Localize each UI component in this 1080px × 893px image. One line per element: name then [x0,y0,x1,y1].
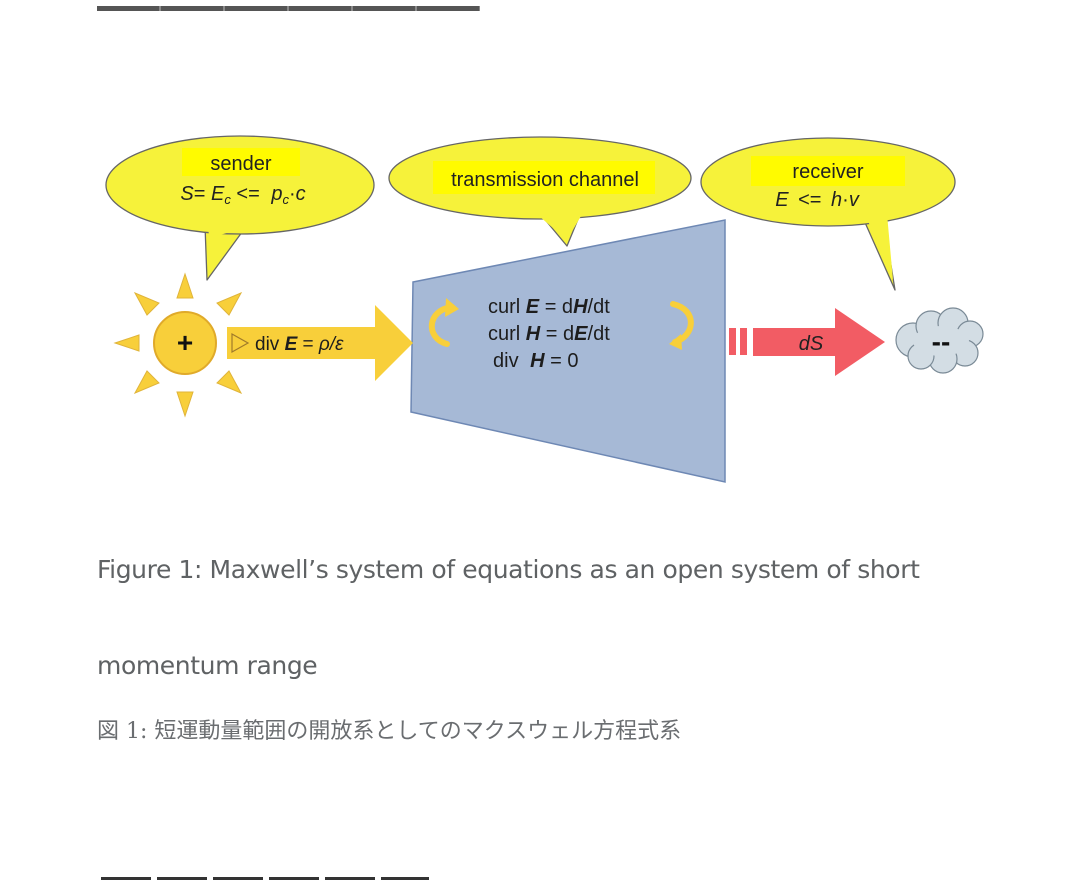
bottom-rule [101,877,429,880]
maxwell-diagram: + div E = ρ/ε curl E = dH/dt curl H = dE… [95,130,995,500]
sender-label: sender [210,153,271,175]
curl-right-icon [669,301,694,350]
channel-label: transmission channel [451,169,639,191]
receiver-formula: E <= h·v [775,189,860,211]
ds-arrow [729,308,885,376]
channel-eq-2: curl H = dE/dt [488,323,610,345]
receiver-label: receiver [792,161,863,183]
div-arrow-label: div E = ρ/ε [255,334,344,355]
figure-caption-en: Figure 1: Maxwell’s system of equations … [97,555,920,680]
channel-trapezoid [410,219,726,483]
source-sign: + [177,327,193,358]
sender-formula: S= Ec <= pc·c [180,183,305,207]
ds-label: dS [799,333,824,355]
arrowhead-icon [231,332,250,354]
receiver-bubble [700,137,956,291]
top-rule [97,6,480,11]
channel-bubble [388,136,692,247]
channel-eq-3: div H = 0 [493,350,579,372]
div-arrow [227,305,413,381]
cloud-icon [895,307,984,374]
sink-sign: -- [932,326,951,357]
diagram-svg: + div E = ρ/ε curl E = dH/dt curl H = dE… [105,135,984,483]
figure-caption-jp: 図 1: 短運動量範囲の開放系としてのマクスウェル方程式系 [97,719,682,744]
sender-bubble [105,135,375,281]
sun-icon [113,272,243,418]
channel-eq-1: curl E = dH/dt [488,296,610,318]
curl-left-icon [428,298,459,347]
